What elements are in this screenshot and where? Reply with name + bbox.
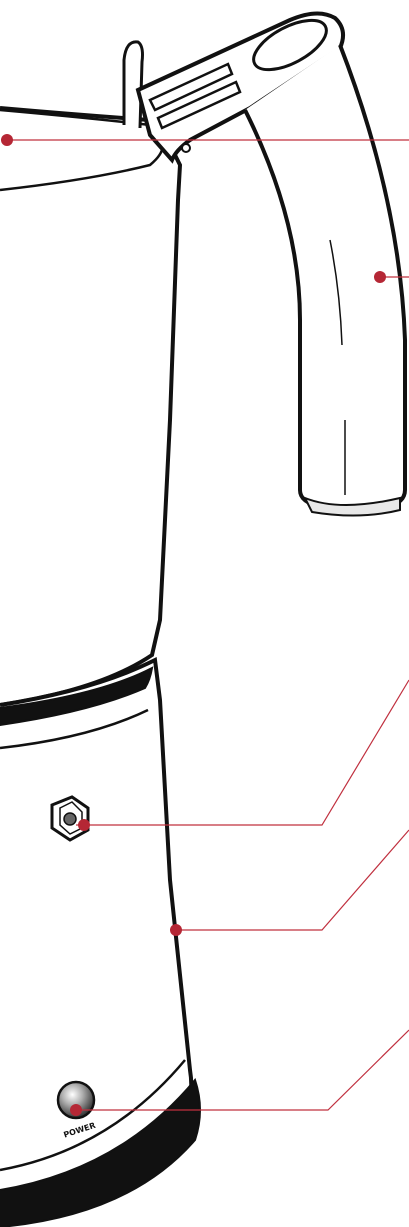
callout-dot-lid-rim [1, 134, 13, 146]
callout-base-top-line [76, 679, 409, 826]
base-bottom-groove [0, 1059, 186, 1172]
jug-body-outline [0, 106, 183, 707]
hex-nut [50, 795, 90, 842]
handle-grip-bottom [302, 496, 401, 517]
callout-dot-hex-nut [78, 819, 90, 831]
callout-dot-base-body [170, 924, 182, 936]
callout-dot-handle [374, 271, 386, 283]
lid-lever [122, 40, 144, 129]
hex-nut-center [63, 812, 77, 826]
handle-grip [243, 44, 407, 517]
handle-grip-highlight-1 [329, 239, 343, 346]
lever-stem [122, 40, 144, 129]
hinge-pin [181, 143, 191, 153]
callout-power-line [76, 1029, 409, 1111]
base-unit [0, 656, 201, 1227]
callout-dots [1, 134, 386, 1116]
base-top-groove [0, 708, 149, 750]
callout-dot-power [70, 1104, 82, 1116]
callout-base-body-line [176, 829, 409, 931]
handle-top-slot-2 [156, 80, 242, 130]
power-button-cap [56, 1080, 96, 1120]
jug-upper-body [0, 106, 183, 707]
handle-top-bar [135, 11, 346, 164]
handle-top-button [252, 18, 328, 72]
handle-top-slot-1 [148, 62, 234, 112]
base-top-rim [0, 666, 154, 727]
